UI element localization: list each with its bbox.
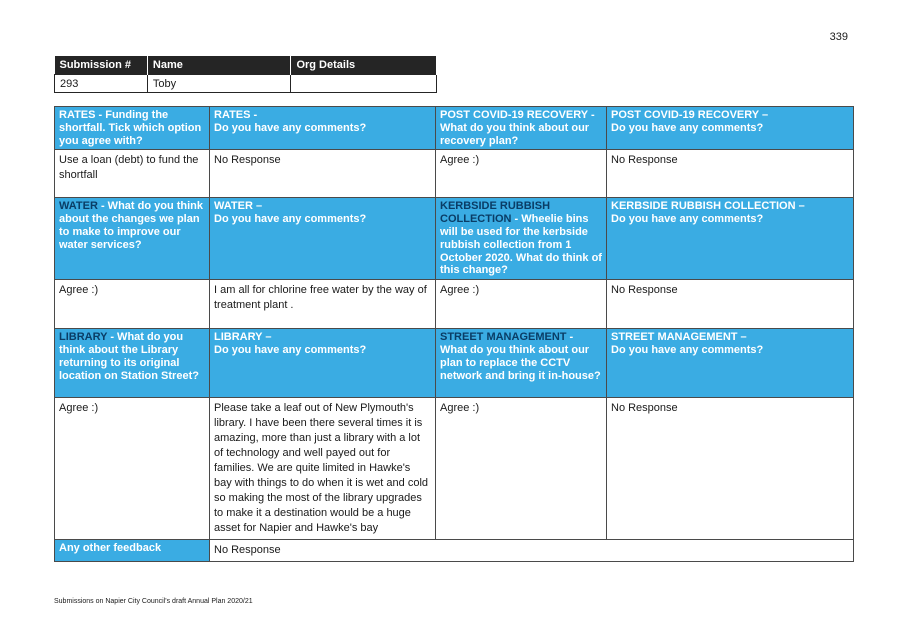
library-comments-question: LIBRARY –Do you have any comments? bbox=[209, 328, 436, 399]
covid-question: POST COVID-19 RECOVERY - What do you thi… bbox=[435, 105, 607, 151]
other-feedback-label: Any other feedback bbox=[54, 539, 210, 563]
covid-comments-answer: No Response bbox=[606, 149, 854, 199]
street-management-question: STREET MANAGEMENT - What do you think ab… bbox=[435, 328, 607, 399]
covid-comments-question: POST COVID-19 RECOVERY –Do you have any … bbox=[606, 105, 854, 151]
kerbside-comments-answer: No Response bbox=[606, 279, 854, 330]
org-details-header: Org Details bbox=[290, 56, 437, 75]
water-question: WATER - What do you think about the chan… bbox=[54, 197, 210, 281]
water-comments-question: WATER –Do you have any comments? bbox=[209, 197, 436, 281]
other-feedback-value: No Response bbox=[209, 539, 854, 563]
other-feedback-row: Any other feedback No Response bbox=[54, 539, 854, 563]
page-footer: Submissions on Napier City Council's dra… bbox=[54, 598, 253, 605]
rates-answer-row: Use a loan (debt) to fund the shortfall … bbox=[54, 149, 854, 199]
rates-comments-answer: No Response bbox=[209, 149, 436, 199]
org-details-value bbox=[290, 74, 437, 93]
water-comments-answer: I am all for chlorine free water by the … bbox=[209, 279, 436, 330]
submission-number-value: 293 bbox=[54, 74, 148, 93]
street-management-answer: Agree :) bbox=[435, 397, 607, 541]
submission-header-row: Submission # Name Org Details bbox=[54, 56, 437, 75]
rates-question: RATES - Funding the shortfall. Tick whic… bbox=[54, 105, 210, 151]
submission-value-row: 293 Toby bbox=[54, 74, 437, 93]
responses-table: RATES - Funding the shortfall. Tick whic… bbox=[54, 105, 854, 563]
kerbside-answer: Agree :) bbox=[435, 279, 607, 330]
rates-answer: Use a loan (debt) to fund the shortfall bbox=[54, 149, 210, 199]
street-management-comments-question: STREET MANAGEMENT –Do you have any comme… bbox=[606, 328, 854, 399]
rates-comments-question: RATES -Do you have any comments? bbox=[209, 105, 436, 151]
submission-number-header: Submission # bbox=[54, 56, 148, 75]
water-answer-row: Agree :) I am all for chlorine free wate… bbox=[54, 279, 854, 330]
name-value: Toby bbox=[146, 74, 292, 93]
library-question-row: LIBRARY - What do you think about the Li… bbox=[54, 328, 854, 399]
name-header: Name bbox=[147, 56, 292, 75]
submission-table: Submission # Name Org Details 293 Toby bbox=[54, 56, 437, 93]
covid-answer: Agree :) bbox=[435, 149, 607, 199]
library-answer: Agree :) bbox=[54, 397, 210, 541]
library-question: LIBRARY - What do you think about the Li… bbox=[54, 328, 210, 399]
water-answer: Agree :) bbox=[54, 279, 210, 330]
page-number: 339 bbox=[829, 31, 848, 43]
kerbside-comments-question: KERBSIDE RUBBISH COLLECTION –Do you have… bbox=[606, 197, 854, 281]
water-question-row: WATER - What do you think about the chan… bbox=[54, 197, 854, 281]
library-answer-row: Agree :) Please take a leaf out of New P… bbox=[54, 397, 854, 541]
library-comments-answer: Please take a leaf out of New Plymouth's… bbox=[209, 397, 436, 541]
street-management-comments-answer: No Response bbox=[606, 397, 854, 541]
kerbside-question: KERBSIDE RUBBISH COLLECTION - Wheelie bi… bbox=[435, 197, 607, 281]
rates-question-row: RATES - Funding the shortfall. Tick whic… bbox=[54, 105, 854, 151]
